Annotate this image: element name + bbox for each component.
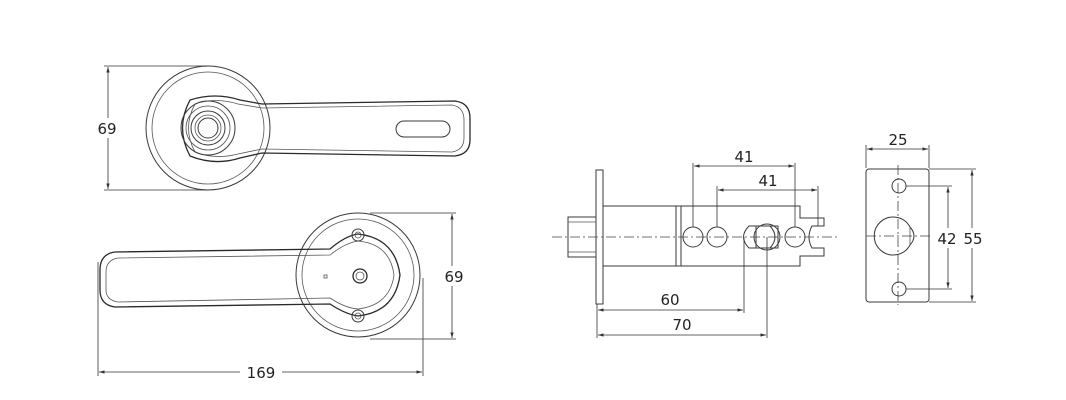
backset-short-label: 60 xyxy=(660,291,679,309)
strike-height-label: 55 xyxy=(963,230,982,248)
lever-top-height-label: 69 xyxy=(97,120,116,138)
strike-hole-spacing-label: 42 xyxy=(937,230,956,248)
hole-spacing-2-label: 41 xyxy=(758,172,777,190)
lever-top-view: 69 xyxy=(94,65,471,191)
strike-plate-view: 25 42 55 xyxy=(865,131,986,305)
latch-view: 41 41 60 70 xyxy=(552,148,840,338)
hole-spacing-1-label: 41 xyxy=(734,148,753,166)
backset-long-label: 70 xyxy=(672,316,691,334)
lever-bottom-height-label: 69 xyxy=(444,268,463,286)
lever-length-label: 169 xyxy=(247,364,276,382)
lever-bottom-view: 69 169 xyxy=(97,212,468,382)
strike-width-label: 25 xyxy=(888,131,907,149)
